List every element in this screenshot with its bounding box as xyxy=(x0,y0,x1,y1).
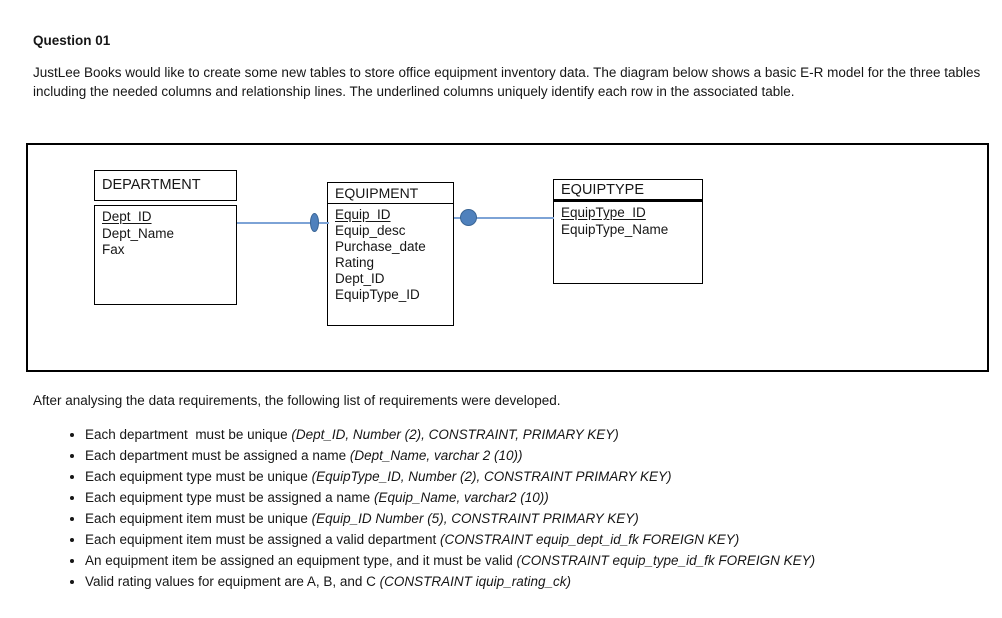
relationship-circle-icon xyxy=(460,209,477,226)
requirement-item: Each department must be assigned a name … xyxy=(85,445,1002,466)
requirement-text: Each equipment item must be unique xyxy=(85,511,312,526)
requirement-detail: (Equip_Name, varchar2 (10)) xyxy=(373,490,549,505)
entity-column-pk: Dept_ID xyxy=(102,209,152,224)
relationship-line-department-equipment xyxy=(237,222,329,224)
entity-column: Purchase_date xyxy=(335,239,426,254)
intro-paragraph: JustLee Books would like to create some … xyxy=(33,65,981,99)
requirement-detail: (Dept_Name, varchar 2 (10)) xyxy=(349,448,523,463)
entity-column-pk: Equip_ID xyxy=(335,207,391,222)
requirements-intro: After analysing the data requirements, t… xyxy=(33,393,561,408)
requirement-item: Each equipment item must be unique (Equi… xyxy=(85,508,1002,529)
entity-title: EQUIPMENT xyxy=(328,183,453,204)
requirement-detail: (EquipType_ID, Number (2), CONSTRAINT PR… xyxy=(311,469,672,484)
relationship-oval-icon xyxy=(310,213,319,232)
requirement-detail: (Equip_ID Number (5), CONSTRAINT PRIMARY… xyxy=(311,511,639,526)
entity-column: EquipType_Name xyxy=(561,221,669,237)
entity-equiptype: EQUIPTYPE EquipType_ID EquipType_Name xyxy=(553,179,703,284)
requirement-text: An equipment item be assigned an equipme… xyxy=(85,553,517,568)
entity-title: EQUIPTYPE xyxy=(554,180,702,202)
requirement-text: Each equipment item must be assigned a v… xyxy=(85,532,440,547)
requirement-detail: (Dept_ID, Number (2), CONSTRAINT, PRIMAR… xyxy=(291,427,619,442)
requirement-text: Each department must be unique xyxy=(85,427,292,442)
requirement-text: Each equipment type must be assigned a n… xyxy=(85,490,374,505)
requirement-item: Each equipment type must be unique (Equi… xyxy=(85,466,1002,487)
entity-column: Dept_Name xyxy=(102,225,175,241)
er-diagram-frame: DEPARTMENT Dept_ID Dept_Name Fax EQUIPME… xyxy=(26,143,989,372)
requirement-item: An equipment item be assigned an equipme… xyxy=(85,550,1002,571)
entity-column: Equip_desc xyxy=(335,223,406,238)
requirement-item: Valid rating values for equipment are A,… xyxy=(85,571,1002,592)
requirement-text: Each equipment type must be unique xyxy=(85,469,312,484)
requirement-text: Valid rating values for equipment are A,… xyxy=(85,574,380,589)
entity-column: Rating xyxy=(335,255,375,270)
requirement-detail: (CONSTRAINT iquip_rating_ck) xyxy=(379,574,571,589)
requirement-item: Each equipment item must be assigned a v… xyxy=(85,529,1002,550)
entity-column: Dept_ID xyxy=(335,271,385,286)
requirement-item: Each equipment type must be assigned a n… xyxy=(85,487,1002,508)
entity-column: EquipType_ID xyxy=(335,287,420,302)
entity-department-body: Dept_ID Dept_Name Fax xyxy=(94,205,237,305)
entity-title: DEPARTMENT xyxy=(102,177,201,193)
requirement-text: Each department must be assigned a name xyxy=(85,448,350,463)
entity-column: Fax xyxy=(102,242,125,257)
entity-column-pk: EquipType_ID xyxy=(561,205,646,220)
requirement-item: Each department must be unique (Dept_ID,… xyxy=(85,424,1002,445)
relationship-line-equipment-equiptype xyxy=(454,217,554,219)
requirement-detail: (CONSTRAINT equip_type_id_fk FOREIGN KEY… xyxy=(516,553,816,568)
requirements-list: Each department must be unique (Dept_ID,… xyxy=(62,424,1002,592)
question-heading: Question 01 xyxy=(33,33,111,48)
entity-department-header: DEPARTMENT xyxy=(94,170,237,201)
requirement-detail: (CONSTRAINT equip_dept_id_fk FOREIGN KEY… xyxy=(439,532,740,547)
entity-equipment: EQUIPMENT Equip_ID Equip_desc Purchase_d… xyxy=(327,182,454,326)
